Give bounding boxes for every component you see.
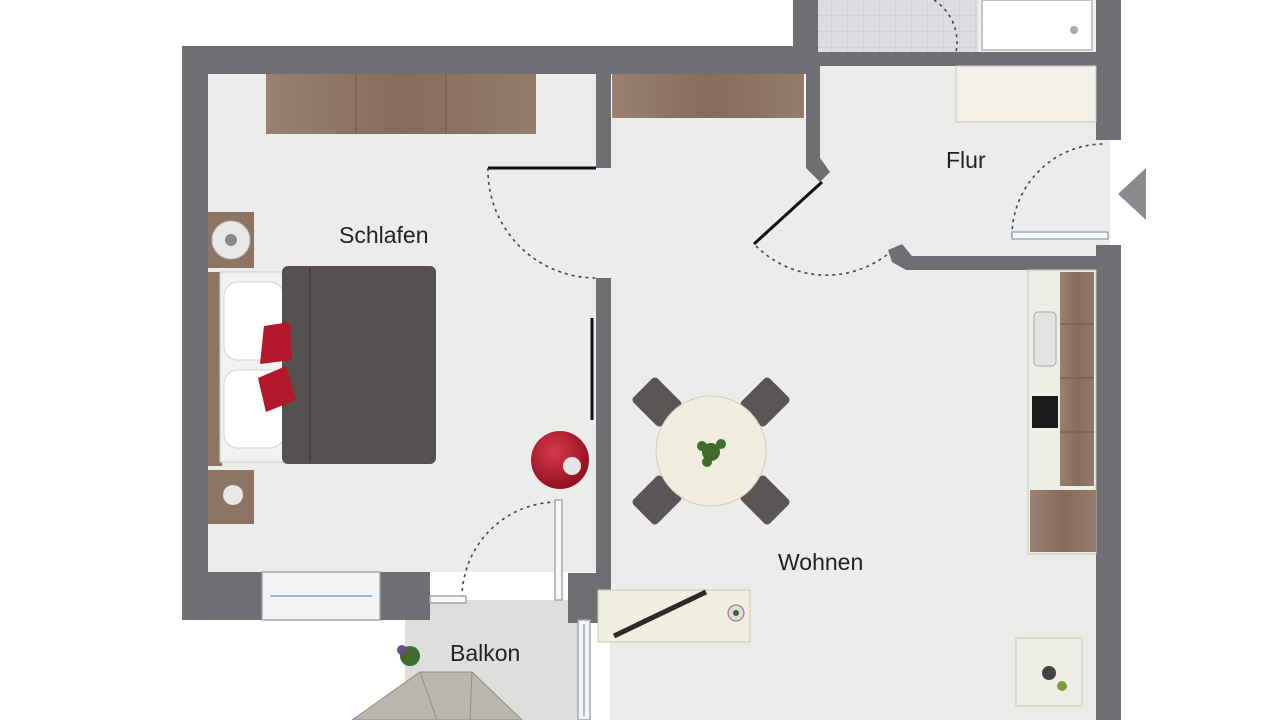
wall-bottom-pillar xyxy=(380,572,430,620)
furniture-balkon xyxy=(351,645,523,720)
triangle-arrow-icon xyxy=(1118,168,1146,220)
frames xyxy=(261,231,1109,720)
room-label-balkon: Balkon xyxy=(450,640,520,666)
door-swing-balkon xyxy=(461,501,557,599)
kitchen-upper-cabinets xyxy=(1060,272,1094,486)
shoe-cabinet-flur xyxy=(955,65,1097,123)
door-swing-bath xyxy=(933,0,958,53)
cushion-red-1 xyxy=(260,322,292,364)
wall-schlafen-upper xyxy=(596,74,611,168)
sideboard-corridor xyxy=(612,74,804,118)
door-lines xyxy=(488,166,824,420)
chair-nw xyxy=(632,377,682,427)
bed-headboard xyxy=(208,272,222,466)
chair-ne xyxy=(740,377,790,427)
wall-left xyxy=(182,46,208,620)
room-label-flur: Flur xyxy=(946,147,986,173)
wardrobe xyxy=(266,74,536,134)
furniture-wohnen xyxy=(597,269,1097,707)
door-leaf-entrance xyxy=(1011,231,1109,240)
chair-sw xyxy=(632,475,682,525)
wall-bottom-left xyxy=(182,572,262,620)
door-swing-flur xyxy=(755,245,889,276)
wall-flur-divider xyxy=(806,66,830,182)
balkon-plant xyxy=(397,645,420,666)
cushion-red-2 xyxy=(258,366,296,412)
walls xyxy=(182,0,1121,720)
door-leaf-balkon-h xyxy=(429,595,467,604)
desk-lamp-arm xyxy=(612,589,708,639)
kitchen-sink xyxy=(1033,311,1057,367)
floor-corridor xyxy=(598,118,818,278)
bathtub xyxy=(981,0,1093,51)
door-swings xyxy=(461,0,1107,599)
bed-cover xyxy=(282,266,436,464)
floor-bath-tiles xyxy=(818,0,978,52)
furniture-schlafen xyxy=(208,74,589,524)
wall-bath-left xyxy=(793,0,818,74)
armchair-red xyxy=(531,431,589,489)
plant-icon xyxy=(697,439,726,467)
wall-top xyxy=(182,46,810,74)
wall-schlafen-lower xyxy=(596,278,611,600)
wall-flur-lower xyxy=(888,244,1100,270)
furniture-corridor xyxy=(612,0,1097,123)
stove-icon xyxy=(1032,396,1058,428)
wall-right-lower xyxy=(1096,245,1121,720)
room-label-schlafen: Schlafen xyxy=(339,222,429,248)
lamp-icon xyxy=(225,234,237,246)
room-label-wohnen: Wohnen xyxy=(778,549,863,575)
kitchen-low-cabinet xyxy=(1030,490,1096,552)
door-swing-entrance xyxy=(1011,143,1107,237)
wall-right-upper xyxy=(1096,0,1121,140)
sink-icon xyxy=(1070,26,1078,34)
door-leaf-balkon-v xyxy=(554,499,563,601)
floors xyxy=(208,0,1110,720)
door-swing-schlafen xyxy=(487,167,597,279)
wall-bath-partition xyxy=(956,52,1106,66)
chair-se xyxy=(740,475,790,525)
